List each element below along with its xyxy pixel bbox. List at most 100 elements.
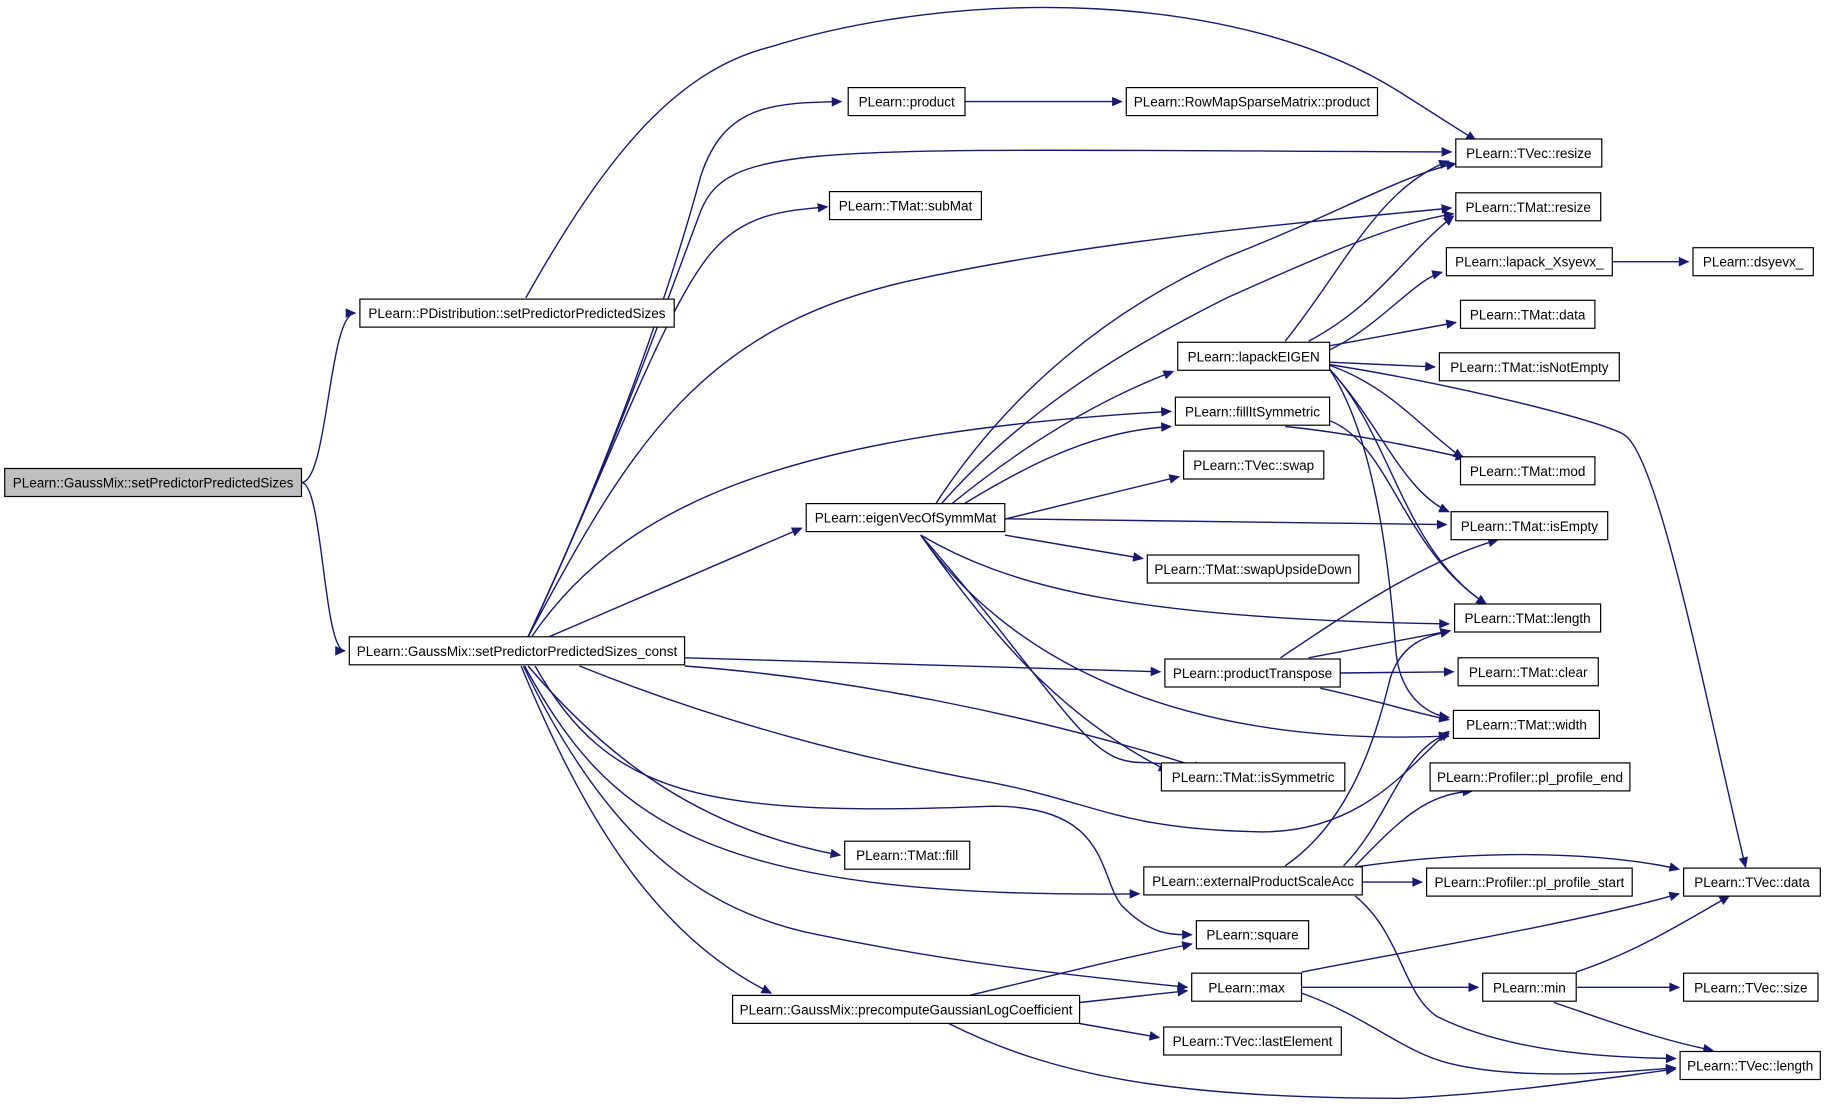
arrowhead-icon — [760, 984, 773, 994]
arrowhead-icon — [1668, 891, 1681, 901]
node-label: PLearn::lapack_Xsyevx_ — [1455, 255, 1604, 270]
node-label: PLearn::max — [1208, 980, 1285, 995]
arrowhead-icon — [1665, 1065, 1677, 1076]
call-edge-const-to-submat — [527, 203, 829, 638]
node-label: PLearn::TVec::length — [1687, 1059, 1813, 1074]
call-edge-eigen-to-issym-route2 — [920, 534, 1163, 765]
node-tvdata[interactable]: PLearn::TVec::data — [1682, 867, 1821, 897]
node-label: PLearn::dsyevx_ — [1703, 255, 1804, 270]
call-edge-const-to-prodtr — [684, 657, 1162, 677]
node-swapud[interactable]: PLearn::TMat::swapUpsideDown — [1146, 554, 1360, 584]
node-prodtr[interactable]: PLearn::productTranspose — [1164, 658, 1341, 688]
node-label: PLearn::TVec::lastElement — [1173, 1034, 1333, 1049]
arrowhead-icon — [831, 97, 843, 107]
arrowhead-icon — [1438, 713, 1451, 723]
call-edge-min-to-tvdata — [1575, 895, 1731, 973]
node-root[interactable]: PLearn::GaussMix::setPredictorPredictedS… — [4, 467, 303, 498]
arrowhead-icon — [1150, 666, 1162, 677]
node-tmdata[interactable]: PLearn::TMat::data — [1459, 299, 1596, 329]
arrowhead-icon — [1678, 256, 1690, 267]
node-submat[interactable]: PLearn::TMat::subMat — [828, 191, 982, 221]
arrowhead-icon — [1468, 982, 1480, 993]
node-mod[interactable]: PLearn::TMat::mod — [1459, 456, 1596, 486]
call-edge-extprod-to-profstart — [1362, 877, 1424, 887]
node-product[interactable]: PLearn::product — [847, 86, 966, 117]
call-edge-precompute-to-tvlength — [948, 1022, 1677, 1100]
arrowhead-icon — [1168, 474, 1181, 484]
arrowhead-icon — [1129, 889, 1141, 899]
call-edge-min-to-tvsize — [1576, 982, 1681, 993]
call-edge-eigen-to-tvresize — [917, 160, 1458, 532]
arrowhead-icon — [829, 848, 842, 859]
node-extprod[interactable]: PLearn::externalProductScaleAcc — [1143, 866, 1363, 896]
arrowhead-icon — [1181, 941, 1193, 951]
node-label: PLearn::TMat::isNotEmpty — [1450, 360, 1609, 375]
arrowhead-icon — [1160, 407, 1172, 417]
node-const[interactable]: PLearn::GaussMix::setPredictorPredictedS… — [348, 636, 686, 666]
node-profend[interactable]: PLearn::Profiler::pl_profile_end — [1429, 762, 1631, 792]
node-dsyevx[interactable]: PLearn::dsyevx_ — [1692, 247, 1814, 277]
node-tmresize[interactable]: PLearn::TMat::resize — [1455, 192, 1602, 222]
call-edge-lapackeigen-to-width — [1329, 368, 1451, 721]
arrowhead-icon — [1718, 895, 1731, 906]
node-label: PLearn::productTranspose — [1173, 666, 1332, 681]
arrowhead-icon — [1148, 1031, 1161, 1041]
call-edge-const-to-max — [522, 665, 1189, 992]
arrowhead-icon — [1439, 628, 1452, 638]
arrowhead-icon — [1182, 929, 1193, 940]
node-label: PLearn::TVec::swap — [1193, 458, 1314, 473]
call-edge-eigen-to-issym — [920, 534, 1170, 772]
node-square[interactable]: PLearn::square — [1195, 920, 1310, 950]
call-edge-root-to-pdist — [301, 308, 357, 484]
node-label: PLearn::TVec::resize — [1466, 146, 1591, 161]
call-edge-precompute-to-max — [1079, 987, 1189, 1004]
node-lastel[interactable]: PLearn::TVec::lastElement — [1163, 1026, 1342, 1056]
arrowhead-icon — [1436, 519, 1448, 530]
arrowhead-icon — [1431, 270, 1443, 280]
call-edge-prodtr-to-clear — [1340, 667, 1455, 677]
arrowhead-icon — [1412, 877, 1424, 887]
node-profstart[interactable]: PLearn::Profiler::pl_profile_start — [1425, 867, 1633, 897]
node-tvlength[interactable]: PLearn::TVec::length — [1679, 1050, 1821, 1081]
call-edge-min-to-tvlength — [1553, 1001, 1714, 1054]
node-eigen[interactable]: PLearn::eigenVecOfSymmMat — [805, 503, 1006, 533]
call-edge-pdist-to-tvresize — [525, 6, 1477, 299]
node-rmsm[interactable]: PLearn::RowMapSparseMatrix::product — [1125, 86, 1379, 117]
node-label: PLearn::Profiler::pl_profile_start — [1434, 875, 1624, 890]
call-edge-lapackeigen-to-tvdata — [1329, 363, 1748, 869]
node-clear[interactable]: PLearn::TMat::clear — [1457, 657, 1599, 687]
call-edge-lapackeigen-to-isnotempty — [1329, 361, 1437, 372]
node-precompute[interactable]: PLearn::GaussMix::precomputeGaussianLogC… — [731, 994, 1081, 1025]
node-tvswap[interactable]: PLearn::TVec::swap — [1182, 450, 1325, 480]
node-fillit[interactable]: PLearn::fillItSymmetric — [1174, 396, 1331, 426]
call-edge-const-to-tmresize — [527, 204, 1453, 638]
node-tvsize[interactable]: PLearn::TVec::size — [1682, 972, 1819, 1002]
arrowhead-icon — [345, 308, 357, 318]
node-label: PLearn::PDistribution::setPredictorPredi… — [368, 306, 665, 321]
call-edge-precompute-to-lastel — [1079, 1022, 1161, 1041]
node-label: PLearn::Profiler::pl_profile_end — [1437, 770, 1623, 785]
call-edge-prodtr-to-width — [1320, 687, 1451, 723]
node-label: PLearn::externalProductScaleAcc — [1152, 874, 1354, 889]
arrowhead-icon — [1441, 204, 1453, 214]
call-edge-lapackeigen-to-tmdata — [1329, 319, 1458, 347]
node-label: PLearn::TMat::isEmpty — [1461, 519, 1599, 534]
node-label: PLearn::TVec::data — [1694, 875, 1810, 890]
node-width[interactable]: PLearn::TMat::width — [1452, 709, 1601, 740]
call-edge-const-to-product — [527, 97, 843, 638]
node-pdist[interactable]: PLearn::PDistribution::setPredictorPredi… — [359, 298, 675, 328]
node-lapackeigen[interactable]: PLearn::lapackEIGEN — [1177, 341, 1331, 371]
call-edge-const-to-square — [534, 665, 1193, 940]
node-fill[interactable]: PLearn::TMat::fill — [844, 840, 971, 870]
node-max[interactable]: PLearn::max — [1191, 972, 1303, 1002]
node-label: PLearn::GaussMix::setPredictorPredictedS… — [13, 476, 294, 491]
node-issym[interactable]: PLearn::TMat::isSymmetric — [1160, 762, 1346, 792]
node-min[interactable]: PLearn::min — [1482, 972, 1577, 1002]
call-nodes: PLearn::GaussMix::setPredictorPredictedS… — [4, 86, 1821, 1081]
node-tmlength[interactable]: PLearn::TMat::length — [1453, 603, 1602, 633]
node-tvresize[interactable]: PLearn::TVec::resize — [1455, 138, 1603, 168]
node-label: PLearn::min — [1493, 980, 1566, 995]
node-lapackx[interactable]: PLearn::lapack_Xsyevx_ — [1445, 247, 1613, 277]
node-isempty[interactable]: PLearn::TMat::isEmpty — [1450, 511, 1609, 541]
node-isnotempty[interactable]: PLearn::TMat::isNotEmpty — [1438, 352, 1620, 382]
